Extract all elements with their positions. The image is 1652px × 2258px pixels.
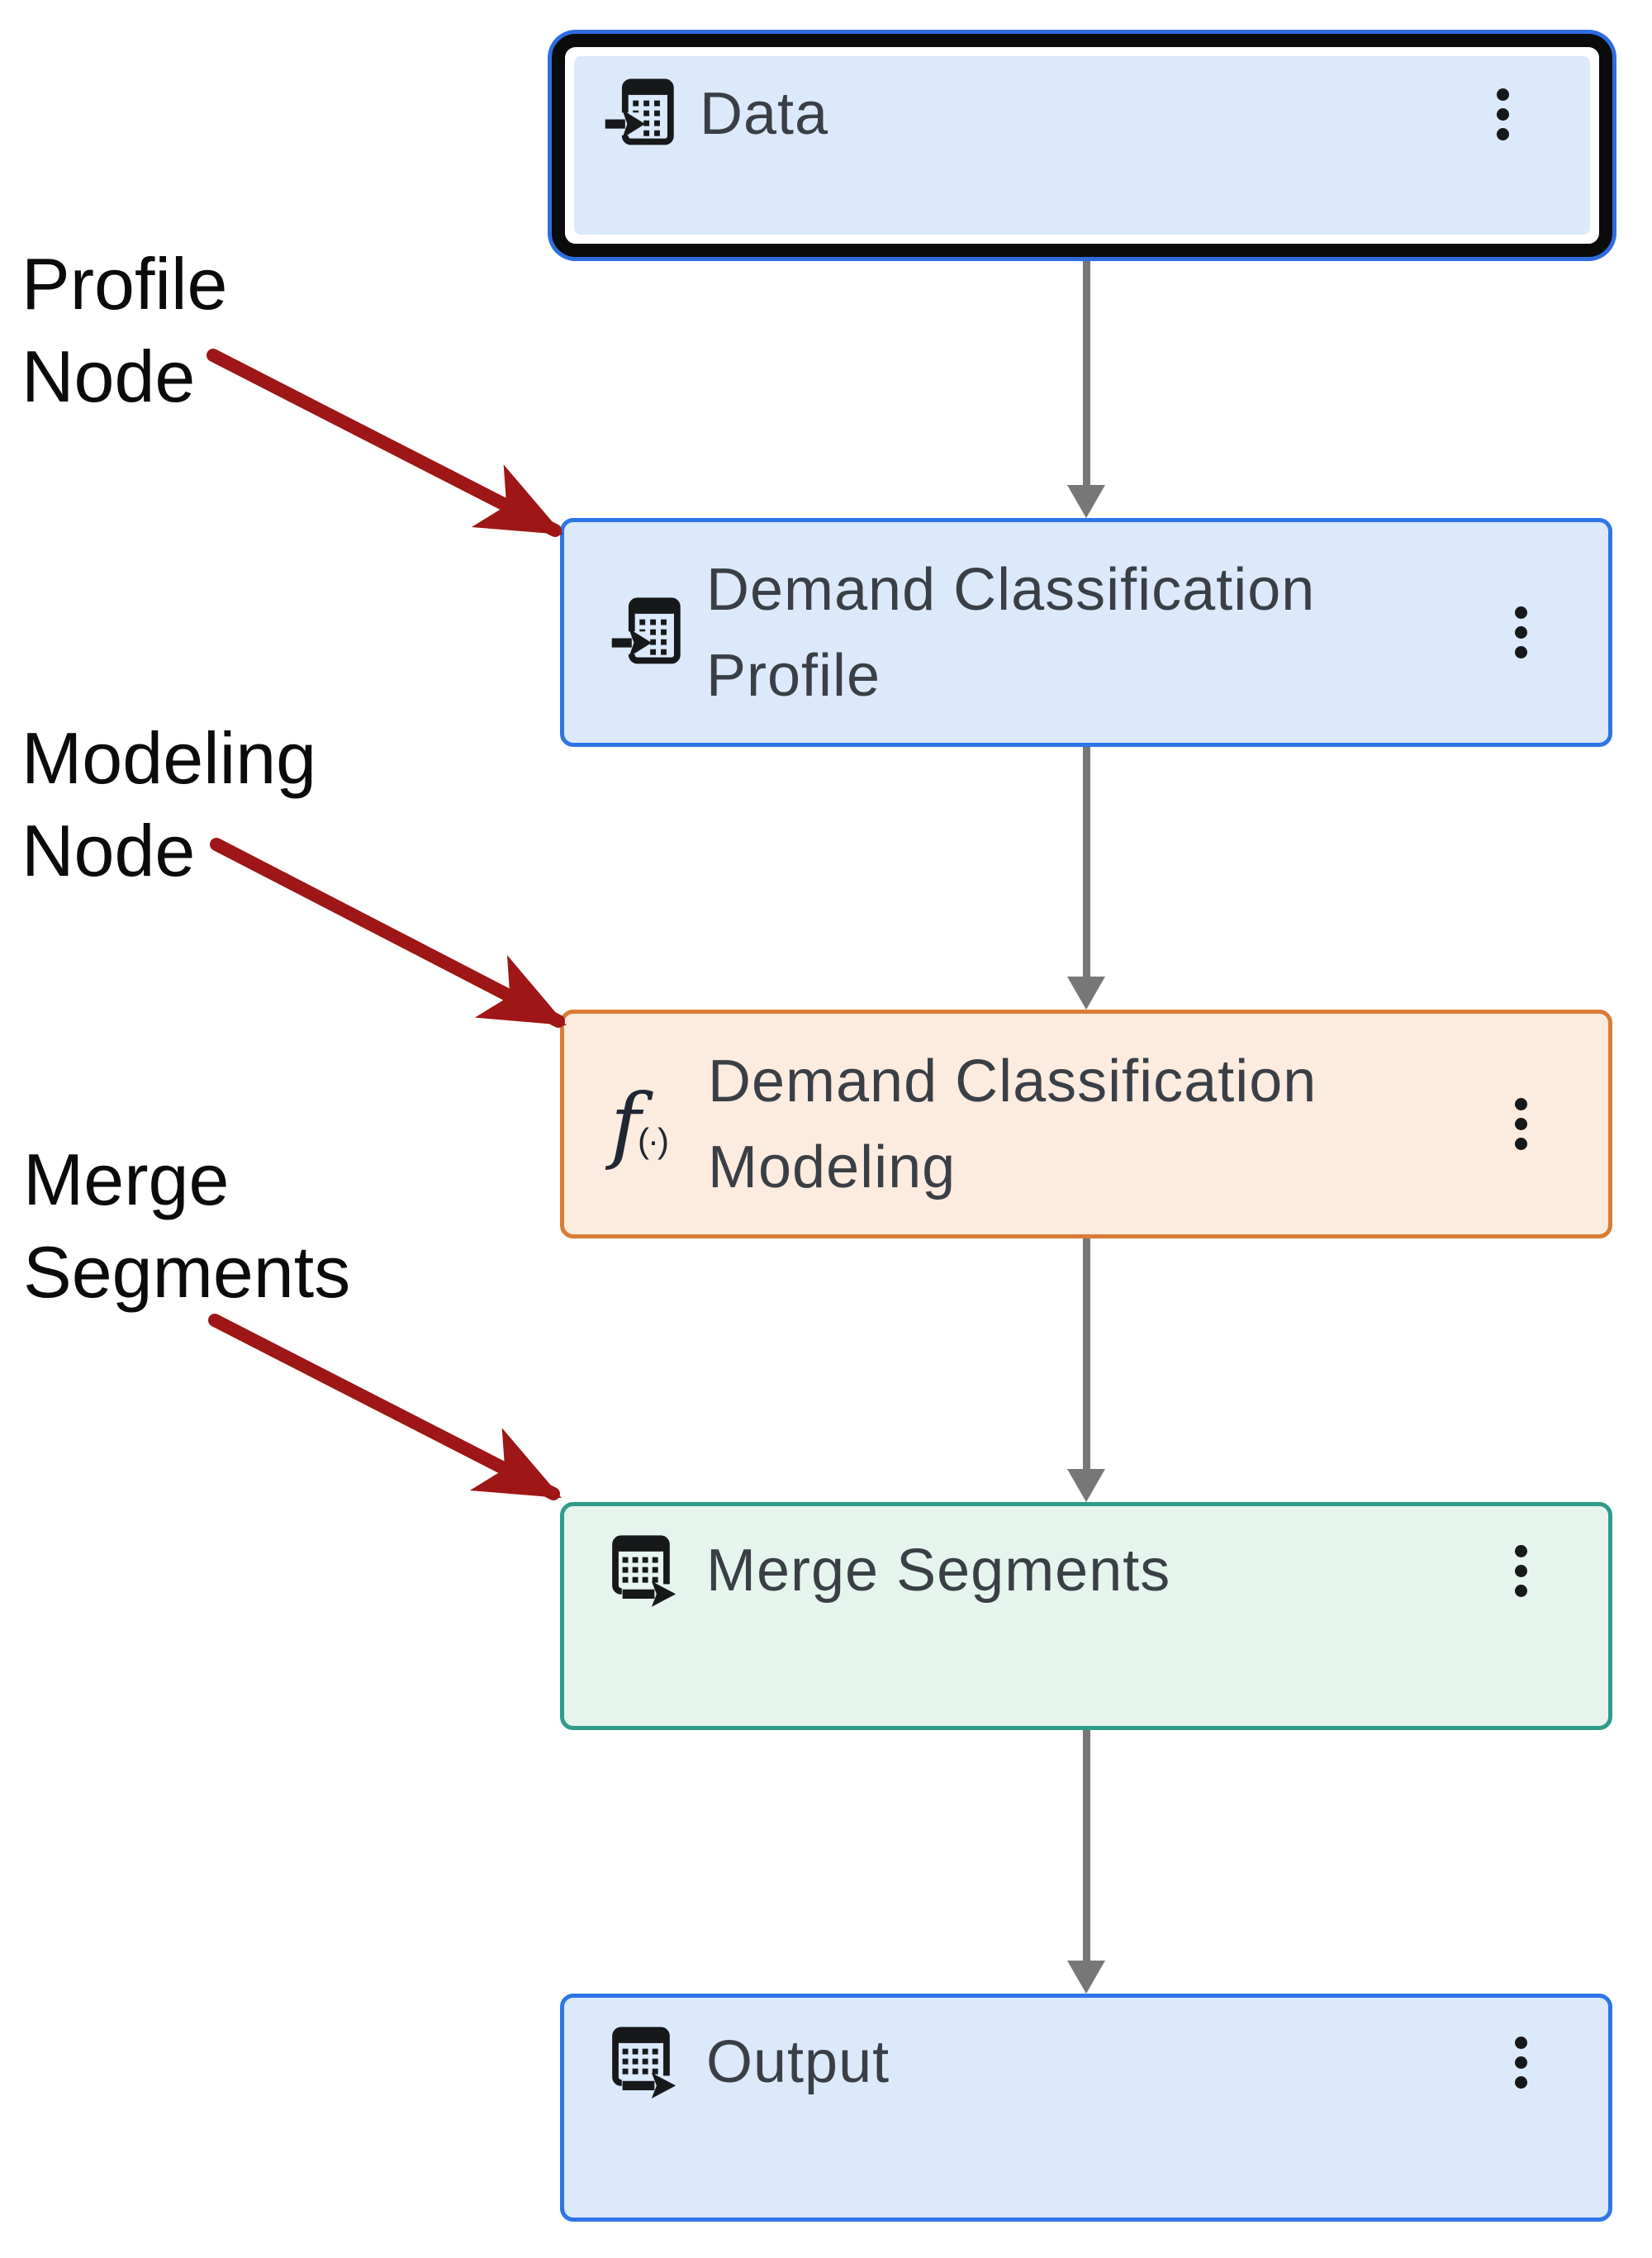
connector-line xyxy=(1082,1730,1090,1964)
pipeline-node-data[interactable]: Data xyxy=(548,30,1616,261)
connector-arrowhead xyxy=(1067,1961,1105,1994)
kebab-dot xyxy=(1515,2056,1527,2069)
kebab-dot xyxy=(1515,1544,1527,1557)
kebab-dot xyxy=(1497,88,1509,101)
kebab-dot xyxy=(1515,606,1527,619)
kebab-menu-icon[interactable] xyxy=(1510,1093,1532,1155)
table-export-icon xyxy=(610,2027,681,2099)
annotation-arrow xyxy=(206,349,563,537)
flow-connector xyxy=(1067,747,1105,1010)
connector-arrowhead xyxy=(1067,485,1105,518)
kebab-dot xyxy=(1515,1098,1527,1110)
table-export-icon xyxy=(610,1535,681,1607)
pipeline-node-demand-classification-modeling[interactable]: f(·) Demand Classification Modeling xyxy=(560,1010,1612,1238)
kebab-dot xyxy=(1515,1564,1527,1577)
node-label: Merge Segments xyxy=(706,1538,1171,1604)
node-label: Demand Classification Modeling xyxy=(708,1048,1317,1200)
flow-connector xyxy=(1067,1238,1105,1502)
kebab-dot xyxy=(1515,626,1527,639)
node-fill: Data xyxy=(574,56,1590,235)
pipeline-node-demand-classification-profile[interactable]: Demand Classification Profile xyxy=(560,518,1612,747)
connector-arrowhead xyxy=(1067,977,1105,1010)
selection-ring: Data xyxy=(552,34,1612,257)
node-label: Output xyxy=(706,2029,890,2095)
kebab-dot xyxy=(1515,646,1527,658)
flow-connector xyxy=(1067,1730,1105,1994)
kebab-dot xyxy=(1497,107,1509,121)
pipeline-node-output[interactable]: Output xyxy=(560,1994,1612,2222)
table-import-icon xyxy=(604,78,675,150)
annotation-arrow xyxy=(210,838,567,1028)
kebab-menu-icon[interactable] xyxy=(1492,83,1514,145)
annotation-label: Modeling Node xyxy=(21,717,317,891)
annotation-arrow xyxy=(208,1314,562,1500)
kebab-dot xyxy=(1497,127,1509,140)
node-label: Data xyxy=(700,81,829,147)
pipeline-node-merge-segments[interactable]: Merge Segments xyxy=(560,1502,1612,1730)
kebab-dot xyxy=(1515,2036,1527,2049)
kebab-menu-icon[interactable] xyxy=(1510,2032,1532,2094)
kebab-menu-icon[interactable] xyxy=(1510,601,1532,663)
kebab-dot xyxy=(1515,1118,1527,1130)
connector-arrowhead xyxy=(1067,1469,1105,1502)
table-import-icon xyxy=(610,597,681,668)
flow-connector xyxy=(1067,261,1105,518)
connector-line xyxy=(1082,747,1090,980)
kebab-dot xyxy=(1515,1138,1527,1150)
annotation-label: Profile Node xyxy=(21,243,228,417)
kebab-dot xyxy=(1515,1584,1527,1597)
connector-line xyxy=(1082,261,1090,488)
annotation-label: Merge Segments xyxy=(23,1139,351,1313)
kebab-dot xyxy=(1515,2075,1527,2089)
function-icon: f(·) xyxy=(610,1075,669,1172)
kebab-menu-icon[interactable] xyxy=(1510,1540,1532,1602)
node-label: Demand Classification Profile xyxy=(706,556,1316,709)
connector-line xyxy=(1082,1238,1090,1472)
